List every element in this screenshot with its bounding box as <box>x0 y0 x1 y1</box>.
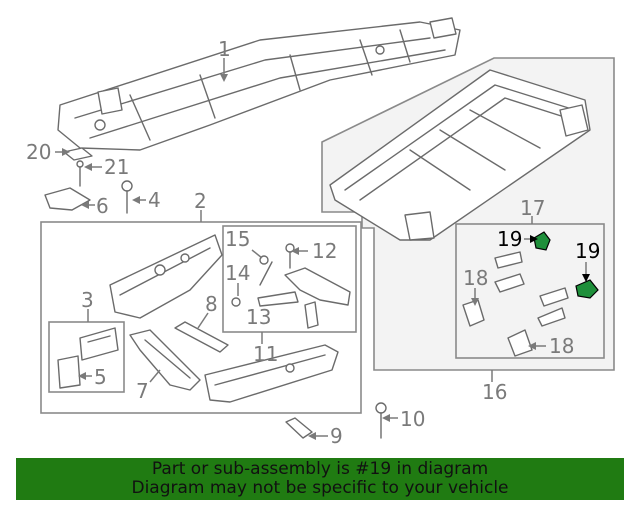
callout-13: 13 <box>246 305 271 329</box>
callout-15: 15 <box>225 227 250 251</box>
info-banner: Part or sub-assembly is #19 in diagram D… <box>16 458 624 500</box>
callout-3: 3 <box>81 288 94 312</box>
callout-16: 16 <box>482 380 507 404</box>
leader-15 <box>251 249 263 259</box>
banner-line-1: Part or sub-assembly is #19 in diagram <box>151 459 489 479</box>
bracket-part-13[interactable] <box>257 267 351 329</box>
callout-5: 5 <box>94 365 107 389</box>
parts-diagram: 1 2 3 4 5 6 7 8 9 10 11 12 13 14 15 16 1… <box>26 17 615 448</box>
callout-17: 17 <box>520 196 545 220</box>
crossmember-part-11[interactable] <box>204 344 339 403</box>
bolt-part-13-stud[interactable] <box>259 261 273 286</box>
part-19-highlighted-right[interactable] <box>575 279 599 299</box>
bracket-part-5[interactable] <box>57 355 81 389</box>
bolt-part-12[interactable] <box>285 243 295 269</box>
callout-19a: 19 <box>497 227 522 251</box>
leader-arrowheads <box>62 74 536 440</box>
callout-9: 9 <box>330 424 343 448</box>
rear-frame-section[interactable] <box>329 69 591 241</box>
callout-18b: 18 <box>549 334 574 358</box>
bracket-part-7[interactable] <box>129 329 201 391</box>
frame-assembly-part-1[interactable] <box>57 17 461 151</box>
callout-1: 1 <box>218 37 231 61</box>
leader-7 <box>149 369 161 383</box>
callout-19b: 19 <box>575 239 600 263</box>
bracket-part-3[interactable] <box>79 327 119 361</box>
bolt-part-4[interactable] <box>121 180 133 214</box>
callout-4: 4 <box>148 188 161 212</box>
crossmember-part-2[interactable] <box>109 234 223 319</box>
callout-6: 6 <box>96 194 109 218</box>
callout-12: 12 <box>312 239 337 263</box>
cap-part-9[interactable] <box>285 417 313 439</box>
callout-2: 2 <box>194 189 207 213</box>
arrowhead-19b <box>582 274 590 282</box>
group-box-11 <box>222 225 357 333</box>
group-box-3 <box>48 321 125 393</box>
part-19-highlighted-left[interactable] <box>533 231 551 251</box>
bar-part-8[interactable] <box>174 321 229 353</box>
leader-8 <box>197 312 209 329</box>
callout-20: 20 <box>26 140 51 164</box>
cap-part-6[interactable] <box>44 187 91 211</box>
callout-18a: 18 <box>463 266 488 290</box>
bracket-part-18-right[interactable] <box>507 287 569 357</box>
nut-part-14[interactable] <box>231 297 241 307</box>
bolt-part-10[interactable] <box>375 402 387 439</box>
banner-line-2: Diagram may not be specific to your vehi… <box>131 478 509 498</box>
bolt-part-21[interactable] <box>76 160 84 187</box>
callout-11: 11 <box>253 342 278 366</box>
callout-7: 7 <box>136 379 149 403</box>
bracket-part-18-left[interactable] <box>462 251 525 327</box>
arrowhead-19a <box>530 235 538 243</box>
callout-21: 21 <box>104 155 129 179</box>
group-box-17 <box>455 223 605 359</box>
callout-14: 14 <box>225 261 250 285</box>
callout-8: 8 <box>205 292 218 316</box>
callout-10: 10 <box>400 407 425 431</box>
clip-part-20[interactable] <box>63 147 93 161</box>
